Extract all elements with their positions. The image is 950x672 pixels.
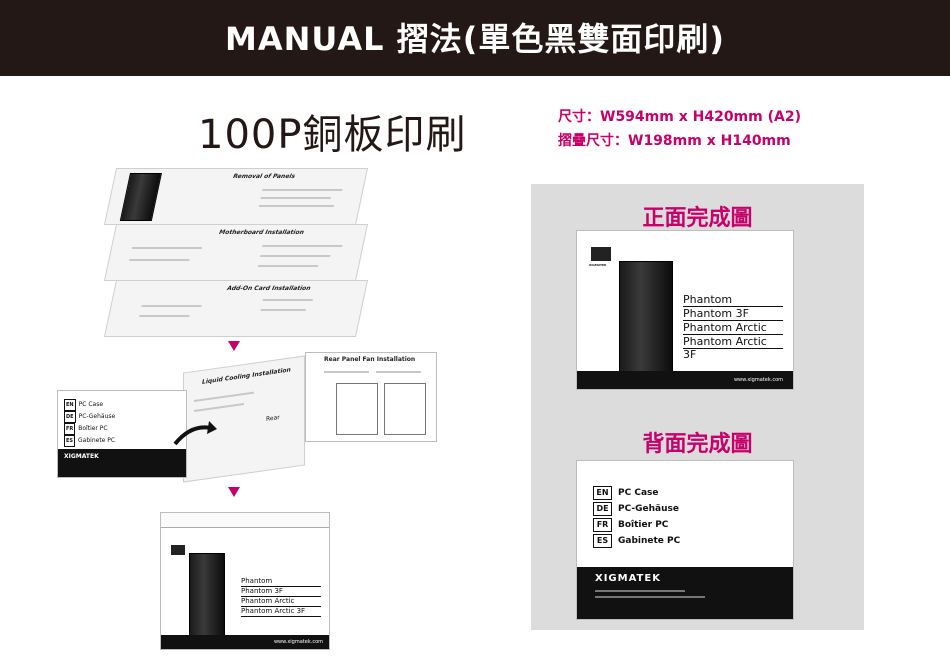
sheet-title: Add-On Card Installation — [226, 285, 312, 292]
sheet-row-2: Motherboard Installation — [103, 224, 369, 281]
fold-arrow-icon — [173, 421, 217, 446]
case-image — [189, 553, 225, 641]
model-list: Phantom Phantom 3F Phantom Arctic Phanto… — [683, 293, 783, 361]
model-name: Phantom — [683, 293, 783, 307]
folded-size-line: 摺疊尺寸：W198mm x H140mm — [558, 133, 791, 149]
model-name: Phantom Arctic 3F — [683, 335, 783, 361]
model-name: Phantom Arctic — [683, 321, 783, 335]
size-spec: 尺寸：W594mm x H420mm (A2) 摺疊尺寸：W198mm x H1… — [558, 105, 801, 153]
website: www.xigmatek.com — [733, 377, 783, 383]
down-arrow-icon — [228, 487, 240, 497]
unfolded-sheet-stack: Removal of Panels Motherboard Installati… — [100, 160, 370, 340]
print-spec: 100P銅板印刷 — [198, 112, 467, 158]
xigmatek-logo-icon — [591, 247, 611, 261]
fold-step-2: Rear Panel Fan Installation Liquid Cooli… — [55, 350, 445, 483]
brand-bar: XIGMATEK — [577, 567, 793, 619]
footer-bar: www.xigmatek.com — [161, 635, 329, 649]
sheet-title: Removal of Panels — [232, 173, 296, 180]
size-line: 尺寸：W594mm x H420mm (A2) — [558, 109, 801, 125]
website: www.xigmatek.com — [273, 639, 323, 645]
front-heading: 正面完成圖 — [642, 206, 753, 231]
fold-edge — [161, 513, 329, 528]
sheet-row-3: Add-On Card Installation — [103, 280, 369, 337]
liquid-page-title: Liquid Cooling Installation — [202, 366, 291, 386]
front-preview-card: XIGMATEK Phantom Phantom 3F Phantom Arct… — [576, 230, 794, 390]
page-title: MANUAL 摺法(單色黑雙面印刷) — [225, 20, 725, 58]
case-image — [619, 261, 673, 381]
back-heading: 背面完成圖 — [642, 432, 753, 457]
rear-fan-page: Rear Panel Fan Installation — [305, 352, 437, 442]
brand-bar: XIGMATEK — [58, 449, 186, 477]
sheet-row-1: Removal of Panels — [103, 168, 369, 225]
liquid-cooling-page: Liquid Cooling Installation Rear — [183, 355, 305, 483]
sheet-title: Motherboard Installation — [218, 229, 305, 236]
case-diagram — [384, 383, 426, 435]
folded-front-thumbnail: Phantom Phantom 3F Phantom Arctic Phanto… — [160, 512, 330, 650]
rear-label: Rear — [266, 413, 280, 423]
down-arrow-icon — [228, 341, 240, 351]
case-diagram — [336, 383, 378, 435]
brand-name: XIGMATEK — [64, 453, 99, 460]
logo-text: XIGMATEK — [589, 263, 607, 267]
fan-page-title: Rear Panel Fan Installation — [324, 356, 416, 363]
brand-name: XIGMATEK — [595, 573, 661, 584]
logo-icon — [171, 545, 185, 555]
case-thumbnail — [119, 173, 162, 221]
header-bar — [0, 0, 950, 76]
model-name: Phantom 3F — [683, 307, 783, 321]
footer-bar: www.xigmatek.com — [577, 371, 793, 389]
model-list: Phantom Phantom 3F Phantom Arctic Phanto… — [241, 577, 321, 617]
